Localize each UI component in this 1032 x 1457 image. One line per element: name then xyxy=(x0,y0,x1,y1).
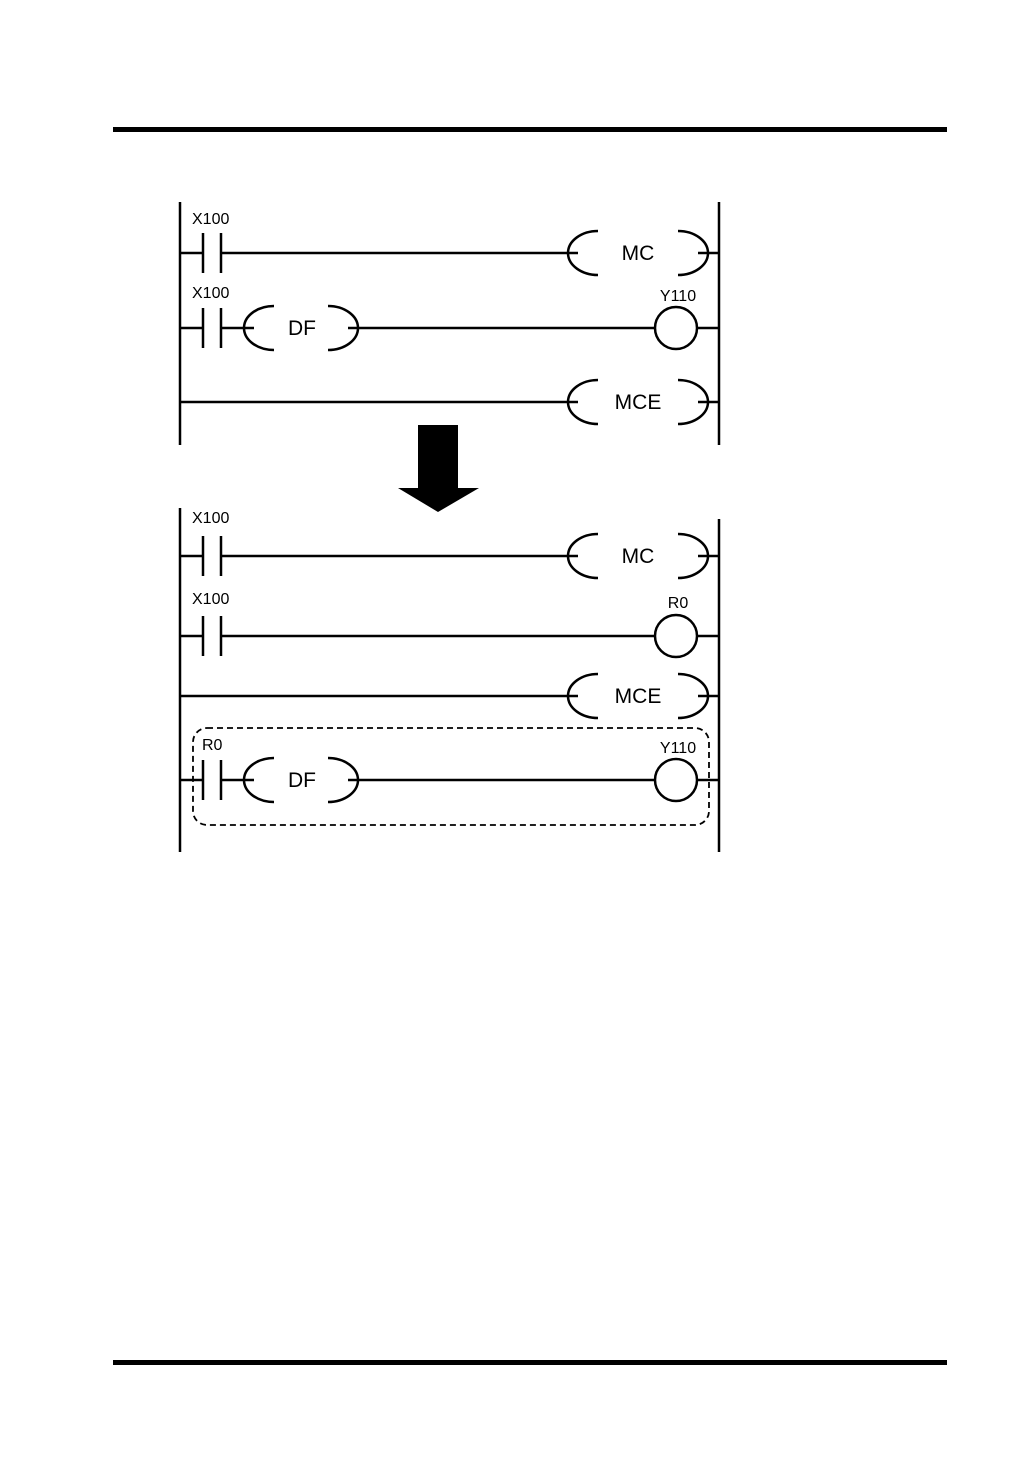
contact-label: X100 xyxy=(192,285,229,302)
rung-3-before: MCE xyxy=(180,380,719,424)
coil-label: Y110 xyxy=(660,740,696,757)
contact-label: X100 xyxy=(192,591,229,608)
rung-4-after: R0 DF Y110 xyxy=(180,737,719,802)
contact-r0 xyxy=(203,760,221,800)
rung-3-after: MCE xyxy=(180,674,719,718)
rung-1-after: X100 MC xyxy=(180,510,719,578)
mc-label: MC xyxy=(622,242,655,265)
diagram-before: X100 MC X100 DF Y110 xyxy=(180,202,719,445)
contact-label: R0 xyxy=(202,737,223,754)
rung-2-after: X100 R0 xyxy=(180,591,719,657)
df-label: DF xyxy=(288,317,316,340)
contact-x100 xyxy=(203,616,221,656)
coil-y110 xyxy=(655,759,697,801)
rung-1-before: X100 MC xyxy=(180,211,719,275)
coil-label: R0 xyxy=(668,595,689,612)
diagram-after: X100 MC X100 R0 MCE xyxy=(180,508,719,852)
contact-x100 xyxy=(203,233,221,273)
mc-label: MC xyxy=(622,545,655,568)
mce-label: MCE xyxy=(615,391,662,414)
coil-label: Y110 xyxy=(660,288,696,305)
highlight-box xyxy=(193,728,709,825)
mce-label: MCE xyxy=(615,685,662,708)
footer-rule xyxy=(113,1360,947,1365)
contact-label: X100 xyxy=(192,510,229,527)
rung-2-before: X100 DF Y110 xyxy=(180,285,719,350)
contact-label: X100 xyxy=(192,211,229,228)
contact-x100 xyxy=(203,308,221,348)
coil-r0 xyxy=(655,615,697,657)
down-arrow-icon xyxy=(398,425,479,512)
df-label: DF xyxy=(288,769,316,792)
coil-y110 xyxy=(655,307,697,349)
contact-x100 xyxy=(203,536,221,576)
